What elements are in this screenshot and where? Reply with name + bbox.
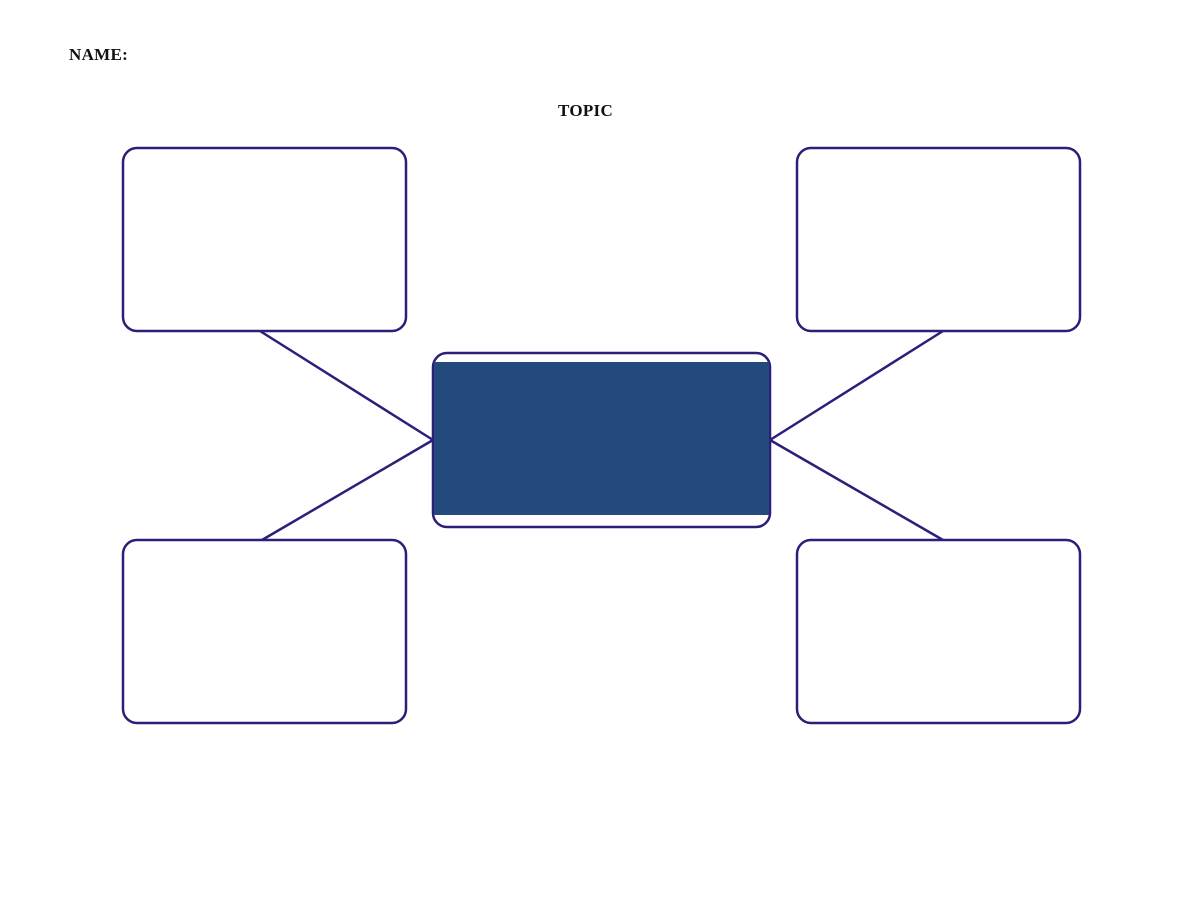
- name-label: NAME:: [69, 45, 129, 64]
- topic-label: TOPIC: [558, 101, 614, 120]
- connector-line-top-right: [769, 329, 944, 442]
- box-bottom-right: [795, 538, 1082, 725]
- connector-line-bottom-right: [769, 438, 944, 542]
- box-bottom-left: [121, 538, 408, 725]
- connector-line-top-left: [259, 329, 434, 442]
- center-box-fill: [434, 362, 769, 515]
- connector-line-bottom-left: [261, 438, 434, 542]
- box-top-right: [795, 146, 1082, 333]
- box-top-left: [121, 146, 408, 333]
